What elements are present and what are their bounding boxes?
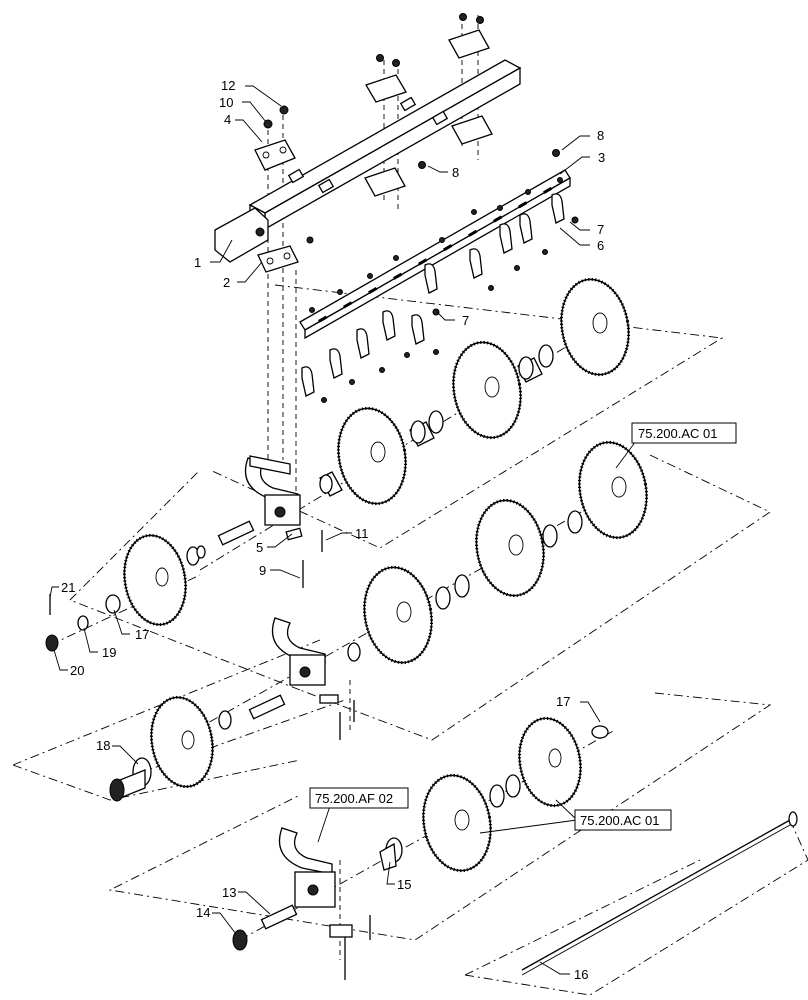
callout-11: 11	[355, 526, 369, 541]
end-hardware-upper	[45, 594, 121, 652]
callout-3: 3	[598, 150, 605, 165]
bar-slot	[443, 244, 453, 252]
disc-left-upper	[122, 533, 206, 627]
reference-ac-bottom[interactable]: 75.200.AC 01	[574, 809, 672, 831]
callout-15: 15	[397, 877, 411, 892]
reference-af[interactable]: 75.200.AF 02	[309, 787, 409, 809]
callout-7b: 7	[462, 313, 469, 328]
disc-gang-lower	[379, 716, 609, 873]
callout-14: 14	[196, 905, 210, 920]
callout-labels: 1 2 3 4 6 7 7 8 8 10 12 5 9 11 21 17 19 …	[61, 78, 605, 982]
disc-gang-upper	[319, 277, 631, 506]
reference-af-label: 75.200.AF 02	[315, 791, 393, 806]
callout-18: 18	[96, 738, 110, 753]
scraper-bar	[299, 169, 571, 340]
callout-7a: 7	[597, 222, 604, 237]
callout-6: 6	[597, 238, 604, 253]
callout-1: 1	[194, 255, 201, 270]
reference-ac-bottom-label: 75.200.AC 01	[580, 813, 660, 828]
bar-slot	[318, 315, 328, 323]
scrapers	[301, 193, 565, 397]
reference-ac-top-label: 75.200.AC 01	[638, 426, 718, 441]
callout-10: 10	[219, 95, 233, 110]
callout-12: 12	[221, 78, 235, 93]
disc-gang-middle	[347, 440, 649, 665]
bearing-hanger-upper	[217, 455, 323, 588]
callout-8a: 8	[597, 128, 604, 143]
disc-left-middle	[149, 695, 232, 789]
hardware-top	[263, 13, 560, 244]
callout-2: 2	[223, 275, 230, 290]
bearing-hanger-lower	[232, 827, 371, 980]
callout-20: 20	[70, 663, 84, 678]
mounting-plates	[254, 29, 493, 273]
callout-9: 9	[259, 563, 266, 578]
gang-shaft	[521, 811, 798, 976]
callout-5: 5	[256, 540, 263, 555]
callout-13: 13	[222, 885, 236, 900]
main-toolbar	[214, 59, 522, 263]
bar-slot	[418, 258, 428, 266]
assembly-boundaries	[12, 15, 808, 996]
bar-slot	[368, 287, 378, 295]
callout-8b: 8	[452, 165, 459, 180]
bearing-hanger-middle	[248, 617, 355, 740]
callout-16: 16	[574, 967, 588, 982]
bar-slot	[393, 272, 403, 280]
bar-slot	[468, 229, 478, 237]
bar-slot	[518, 201, 528, 209]
bar-slot	[493, 215, 503, 223]
callout-17a: 17	[135, 627, 149, 642]
callout-21: 21	[61, 580, 75, 595]
callout-17b: 17	[556, 694, 570, 709]
bumper-spool	[109, 757, 152, 802]
callout-19: 19	[102, 645, 116, 660]
bar-slot	[343, 301, 353, 309]
scraper-bolts	[309, 177, 579, 403]
reference-ac-top[interactable]: 75.200.AC 01	[631, 422, 737, 444]
leader-lines	[49, 85, 637, 975]
bar-slot	[543, 186, 553, 195]
callout-4: 4	[224, 112, 231, 127]
